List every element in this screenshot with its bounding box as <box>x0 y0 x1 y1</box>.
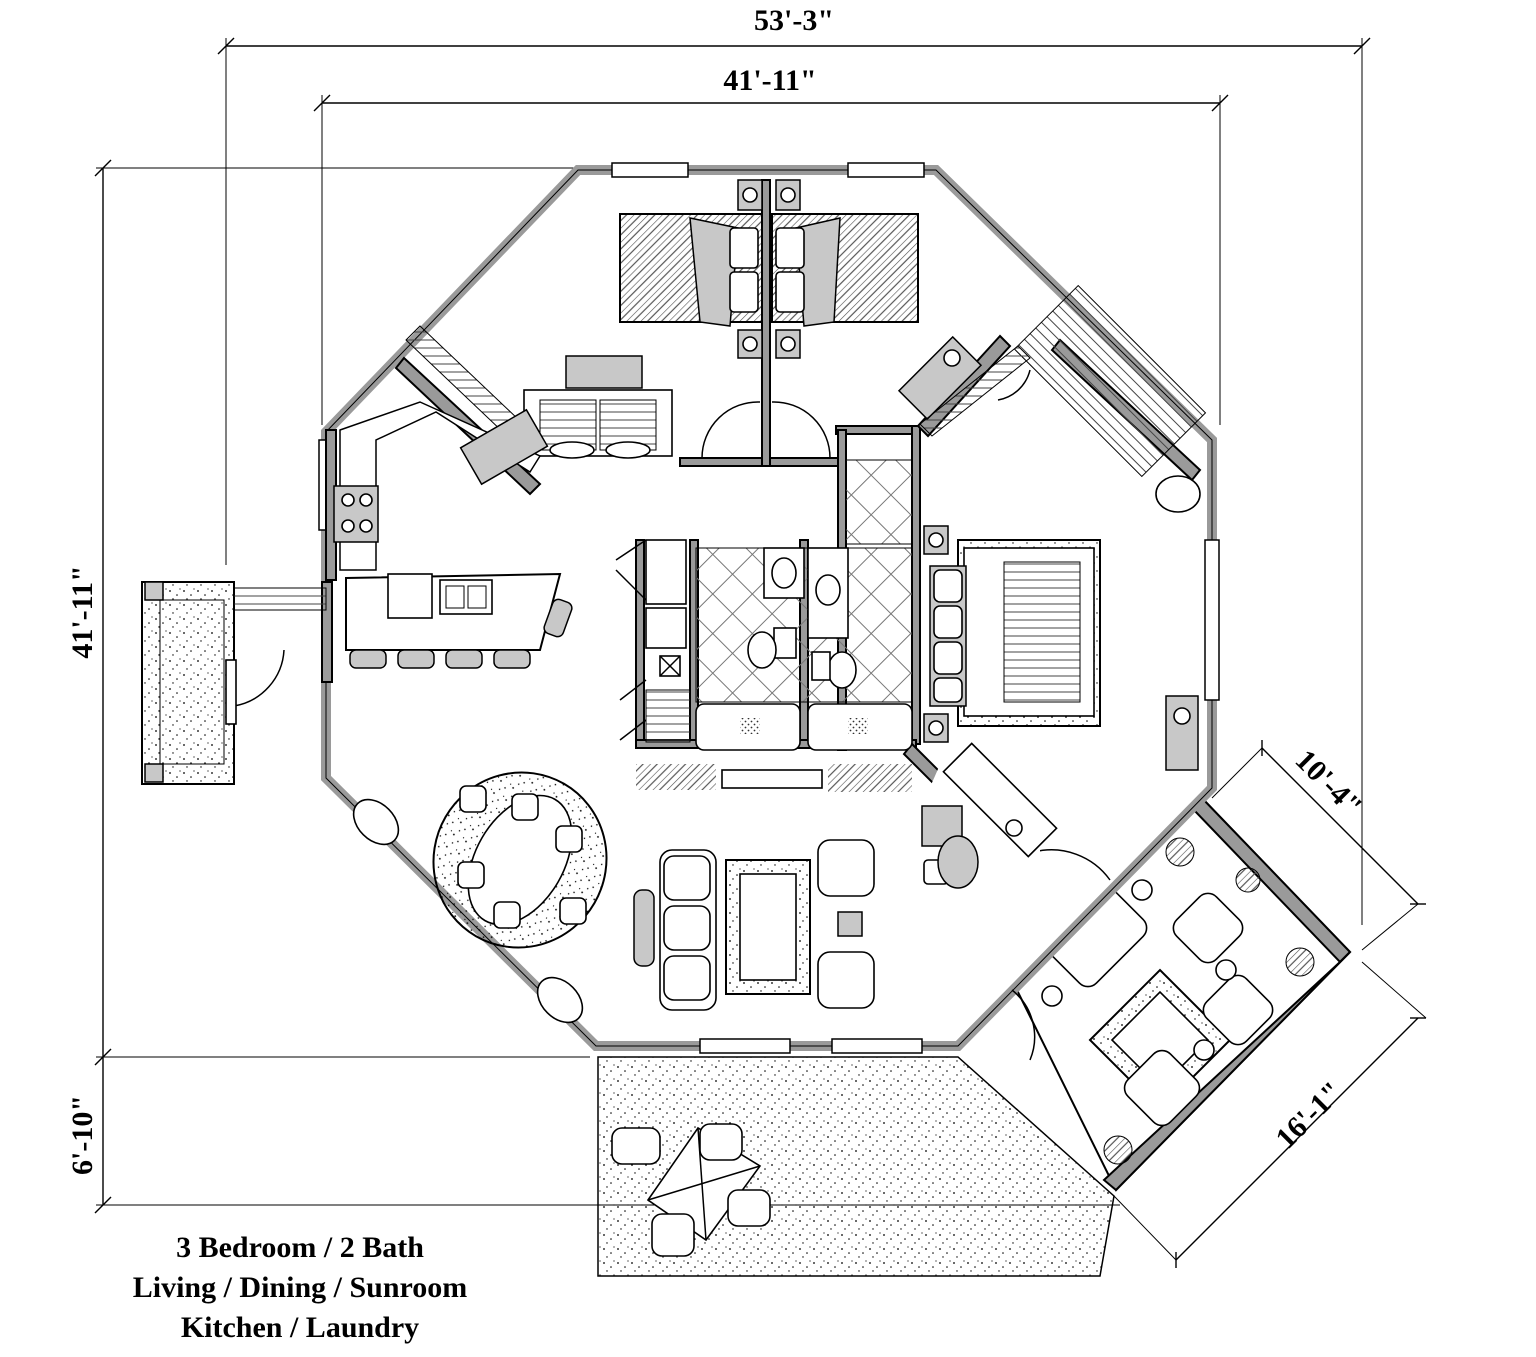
bar-stools <box>349 598 573 669</box>
caption-line-1: 3 Bedroom / 2 Bath <box>176 1231 424 1264</box>
bedroom-top-beds <box>619 179 919 359</box>
caption-line-3: Kitchen / Laundry <box>180 1311 420 1344</box>
dimension-overall-width: 53'-3" <box>217 4 1371 925</box>
dim-house-depth-label: 41'-11" <box>66 565 99 658</box>
patio-table-umbrella <box>611 1123 771 1257</box>
living-area <box>633 839 875 1011</box>
dining-area <box>432 771 608 949</box>
dim-sunroom-depth-label: 10'-4" <box>1289 743 1369 823</box>
kitchen <box>333 401 573 669</box>
dimension-house-width: 41'-11" <box>313 64 1229 425</box>
master-bedroom <box>923 284 1207 771</box>
sunroom-armchairs <box>1123 892 1274 1127</box>
sunroom-plants <box>1103 837 1315 1165</box>
planters-hall <box>636 764 912 792</box>
bedroom-right-dresser <box>897 335 1031 437</box>
dim-house-width-label: 41'-11" <box>723 64 816 97</box>
dim-overall-width-label: 53'-3" <box>754 4 834 37</box>
entry-hall <box>225 587 327 725</box>
dim-patio-depth-label: 6'-10" <box>66 1095 99 1175</box>
caption-line-2: Living / Dining / Sunroom <box>132 1271 468 1304</box>
dim-sunroom-width-label: 16'-1" <box>1269 1075 1349 1155</box>
dimension-house-depth: 41'-11" <box>66 159 590 1066</box>
doors <box>233 369 1111 1061</box>
window-seats <box>352 798 584 1024</box>
sunroom <box>1010 794 1352 1192</box>
desk-area <box>920 742 1058 902</box>
entry-porch <box>141 581 235 785</box>
patio <box>597 1056 1115 1277</box>
bathrooms <box>645 459 913 751</box>
plan-caption: 3 Bedroom / 2 Bath Living / Dining / Sun… <box>60 1228 540 1348</box>
